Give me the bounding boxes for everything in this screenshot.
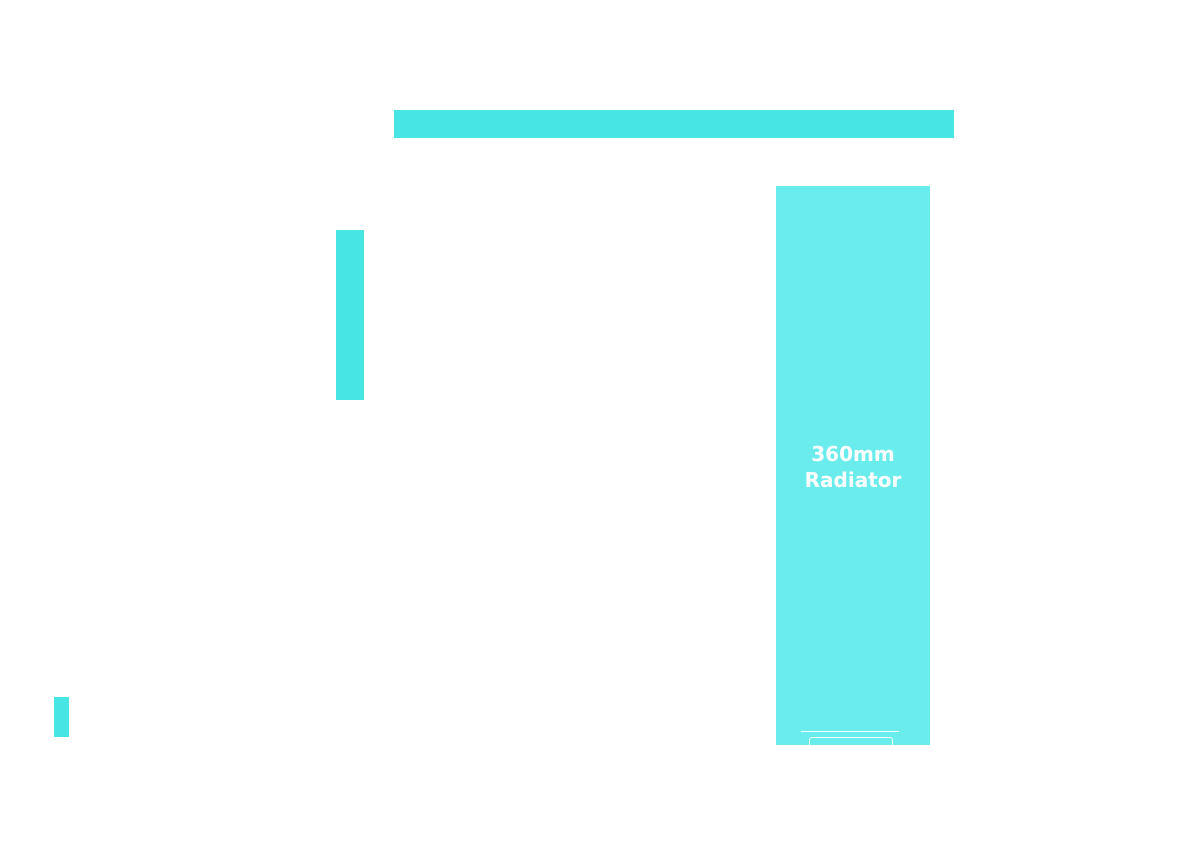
radiator-connector-tab xyxy=(809,737,893,745)
radiator-360mm-block: 360mm Radiator xyxy=(776,186,930,745)
radiator-bottom-line xyxy=(801,731,899,732)
side-bracket-component xyxy=(336,230,364,400)
small-marker-component xyxy=(54,697,69,737)
top-bar-component xyxy=(394,110,954,138)
radiator-label: 360mm Radiator xyxy=(804,441,902,492)
